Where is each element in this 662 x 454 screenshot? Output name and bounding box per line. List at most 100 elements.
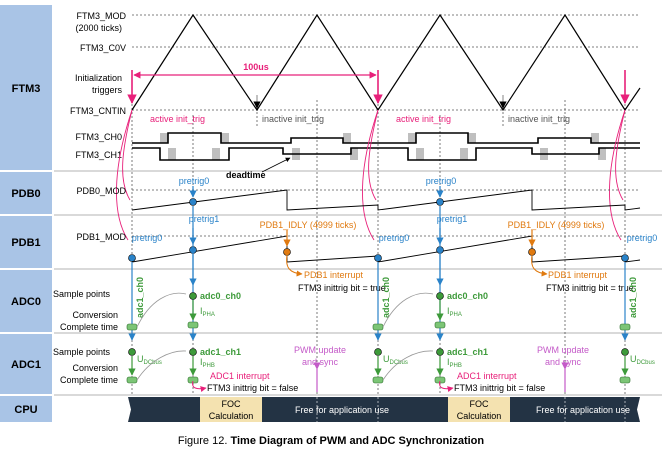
deadtime-block	[416, 148, 424, 160]
sample-dot	[374, 348, 382, 356]
deadtime-block	[168, 148, 176, 160]
pdb1-interrupt-label: PDB1 interrupt	[304, 270, 364, 280]
sample-dot	[621, 348, 629, 356]
row-labels: FTM3 PDB0 PDB1 ADC0 ADC1 CPU	[0, 5, 52, 422]
init-triggers-label-2: triggers	[92, 85, 123, 95]
deadtime-block	[221, 133, 229, 143]
pdb1-pretrig-dot	[128, 254, 136, 262]
complete-block	[372, 323, 384, 331]
row-label-pdb0: PDB0	[11, 188, 40, 200]
row-label-pdb1: PDB1	[11, 237, 40, 249]
row-label-adc1: ADC1	[11, 359, 41, 371]
cpu-foc-label-1: FOC	[222, 399, 241, 409]
inactive-init-trig-label: inactive init_trig	[262, 114, 324, 124]
deadtime-block	[408, 133, 416, 143]
adc1-ch0-label: adc1_ch0	[628, 277, 638, 318]
adc1-ch1-label: adc1_ch1	[447, 347, 488, 357]
trigger-curve	[609, 109, 626, 241]
cpu-section: FOC Calculation Free for application use…	[128, 397, 640, 422]
row-label-box-adc0	[0, 270, 52, 332]
row-separators	[54, 170, 662, 396]
trigger-curve	[122, 109, 133, 201]
cpu-free-label: Free for application use	[536, 405, 630, 415]
active-init-trig-label: active init_trig	[150, 114, 205, 124]
adc-links	[136, 292, 434, 381]
inittrig-true-label: FTM3 inittrig bit = true	[298, 283, 386, 293]
pdb0-pretrig0-label: pretrig0	[179, 176, 210, 186]
row-label-box-pdb0	[0, 172, 52, 214]
pdb1-pretrig0-label: pretrig0	[379, 233, 410, 243]
i-pha-label: IPHA	[200, 306, 215, 318]
ftm3-mod-ticks-label: (2000 ticks)	[75, 23, 122, 33]
complete-block	[372, 376, 384, 384]
row-label-box-ftm3	[0, 5, 52, 170]
pdb1-pretrig-dot	[374, 254, 382, 262]
init-triggers-label-1: Initialization	[75, 73, 122, 83]
deadtime-block	[598, 148, 606, 160]
adc1-ch0-label: adc1_ch0	[135, 277, 145, 318]
adc1-ch1-label: adc1_ch1	[200, 347, 241, 357]
pdb1-mod-label: PDB1_MOD	[76, 232, 126, 242]
row-label-box-cpu	[0, 396, 52, 422]
sample-point-dots	[128, 292, 629, 356]
deadtime-block	[460, 148, 468, 160]
trigger-curves	[116, 109, 626, 241]
row-label-ftm3: FTM3	[12, 83, 41, 95]
pdb1-idly-label: PDB1_IDLY (4999 ticks)	[508, 220, 605, 230]
cpu-foc-label-2: Calculation	[209, 411, 254, 421]
adc0-ch0-label: adc0_ch0	[447, 291, 488, 301]
conversion-arrows	[128, 300, 629, 376]
trigger-curve	[368, 109, 379, 201]
adc1-interrupt-label: ADC1 interrupt	[457, 371, 517, 381]
complete-block	[619, 376, 631, 384]
adc1-ch0-label: adc1_ch0	[381, 277, 391, 318]
ftm3-mod-label: FTM3_MOD	[77, 11, 127, 21]
pdb0-pretrig-dot	[189, 198, 197, 206]
pdb1-pretrig1-label: pretrig1	[189, 214, 220, 224]
pwm-update-label-1: PWM update	[537, 345, 589, 355]
deadtime-shading	[160, 133, 606, 160]
trigger-curve	[116, 109, 133, 241]
ftm3-c0v-label: FTM3_C0V	[80, 43, 126, 53]
row-label-adc0: ADC0	[11, 296, 41, 308]
cpu-foc-block	[448, 397, 510, 422]
pdb0-pretrig0-label: pretrig0	[426, 176, 457, 186]
pwm-update-label-2: and sync	[302, 357, 339, 367]
adc-section: PDB1 interrupt FTM3 inittrig bit = true …	[53, 206, 655, 393]
pdb1-idly-dot	[528, 248, 536, 256]
adc0-conversion-label: Conversion	[72, 310, 118, 320]
pdb0-pretrig-dot	[436, 198, 444, 206]
pdb1-idly-label: PDB1_IDLY (4999 ticks)	[260, 220, 357, 230]
adc-link	[136, 350, 187, 381]
pdb1-pretrig1-label: pretrig1	[437, 214, 468, 224]
cpu-busy-block	[128, 397, 200, 422]
pdb1-interrupt-arrow	[286, 254, 303, 277]
deadtime-block	[160, 133, 168, 143]
adc1-conversion-label: Conversion	[72, 363, 118, 373]
deadtime-label: deadtime	[226, 170, 266, 180]
adc0-ch0-label: adc0_ch0	[200, 291, 241, 301]
pdb1-interrupt-label: PDB1 interrupt	[548, 270, 608, 280]
cpu-free-block	[262, 397, 448, 422]
u-dcbus-label: UDCbus	[383, 354, 408, 366]
row-label-cpu: CPU	[14, 404, 37, 416]
adc1-complete-time-label: Complete time	[60, 375, 118, 385]
cpu-foc-label-2: Calculation	[457, 411, 502, 421]
pdb0-counter-wave	[131, 189, 641, 211]
deadtime-block	[350, 148, 358, 160]
ftm3-section: 100us active init_trig inactive init_tri…	[70, 11, 641, 180]
cpu-free-label: Free for application use	[295, 405, 389, 415]
pdb1-idly-dot	[283, 248, 291, 256]
cpu-guides	[316, 397, 626, 422]
deadtime-block	[591, 133, 599, 143]
sample-dot	[189, 292, 197, 300]
complete-block	[126, 323, 138, 331]
deadtime-pointer	[261, 157, 291, 173]
adc0-complete-time-label: Complete time	[60, 322, 118, 332]
cpu-free-block	[510, 397, 640, 422]
u-dcbus-label: UDCbus	[630, 354, 655, 366]
complete-block	[619, 323, 631, 331]
pdb1-section: PDB1_MOD pretrig0 pretrig1 pretrig0 pret…	[76, 214, 657, 277]
pdb1-pretrig0-label: pretrig0	[132, 233, 163, 243]
